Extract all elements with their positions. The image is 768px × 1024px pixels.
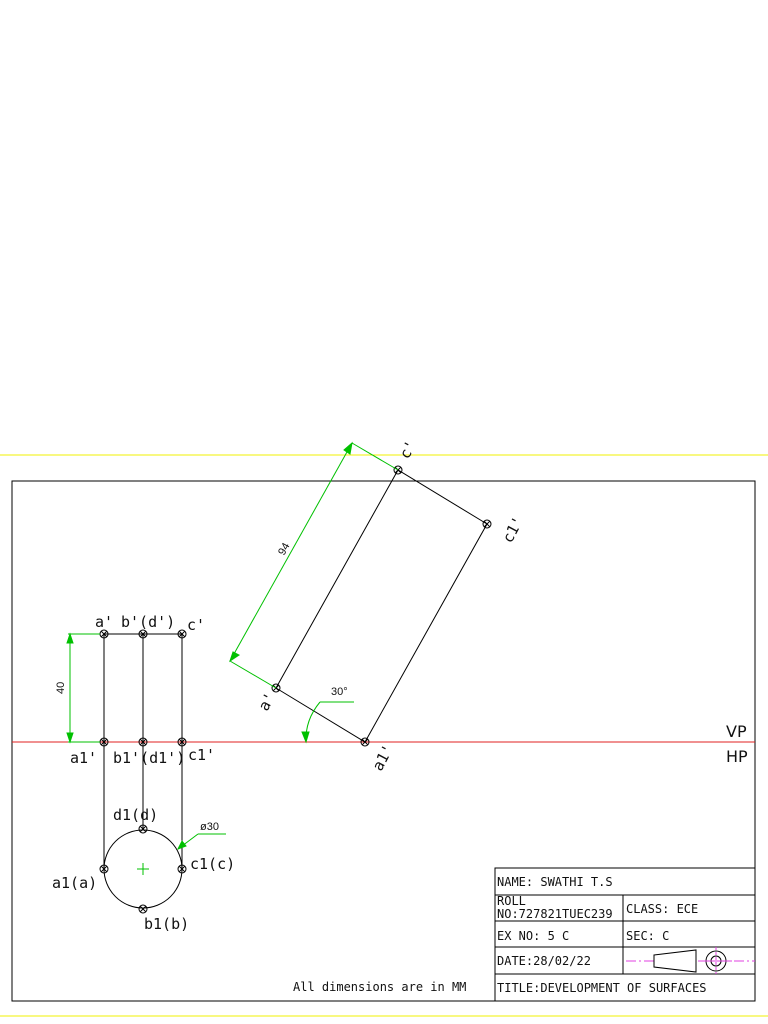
label-c1-front: c1' xyxy=(188,746,215,764)
title-block-title: TITLE:DEVELOPMENT OF SURFACES xyxy=(497,981,707,995)
dimension-diameter-value: ø30 xyxy=(200,821,219,833)
tilted-view-points xyxy=(271,465,492,747)
label-bd1-front: b1'(d1') xyxy=(113,749,185,767)
dimensions-note: All dimensions are in MM xyxy=(293,980,466,994)
dimension-height xyxy=(66,632,100,744)
label-d1-top: d1(d) xyxy=(113,806,158,824)
title-block-sec: SEC: C xyxy=(626,929,669,943)
label-a-aux: a' xyxy=(255,689,279,713)
label-a1-aux: a1' xyxy=(369,742,398,774)
label-c-front: c' xyxy=(187,616,205,634)
dimension-length-value: 94 xyxy=(276,541,292,558)
label-bd-front: b'(d') xyxy=(121,613,175,631)
title-block-roll-line2: NO:727821TUEC239 xyxy=(497,907,613,921)
dimension-height-value: 40 xyxy=(55,682,67,694)
projection-symbol-icon xyxy=(626,947,755,974)
vp-label: VP xyxy=(726,722,747,741)
label-a-front: a' xyxy=(95,613,113,631)
label-a1-front: a1' xyxy=(70,749,97,767)
hp-label: HP xyxy=(726,747,748,766)
top-view xyxy=(99,824,187,914)
drawing-frame xyxy=(11,480,756,1002)
title-block-name: NAME: SWATHI T.S xyxy=(497,875,613,889)
label-c1-aux: c1' xyxy=(499,514,528,546)
title-block-ex-no: EX NO: 5 C xyxy=(497,929,569,943)
dimension-diameter xyxy=(176,833,226,850)
title-block-roll-line1: ROLL xyxy=(497,894,526,908)
dimension-angle xyxy=(301,701,354,744)
title-block-date: DATE:28/02/22 xyxy=(497,954,591,968)
dimension-length xyxy=(229,441,399,689)
label-c1-top: c1(c) xyxy=(190,855,235,873)
title-block xyxy=(494,867,756,1002)
dimension-angle-value: 30° xyxy=(331,686,348,698)
title-block-class: CLASS: ECE xyxy=(626,902,698,916)
tilted-front-view xyxy=(275,469,488,743)
label-b1-top: b1(b) xyxy=(144,915,189,933)
label-c-aux: c' xyxy=(396,437,420,461)
front-view-points xyxy=(99,629,187,747)
label-a1-top: a1(a) xyxy=(52,874,97,892)
